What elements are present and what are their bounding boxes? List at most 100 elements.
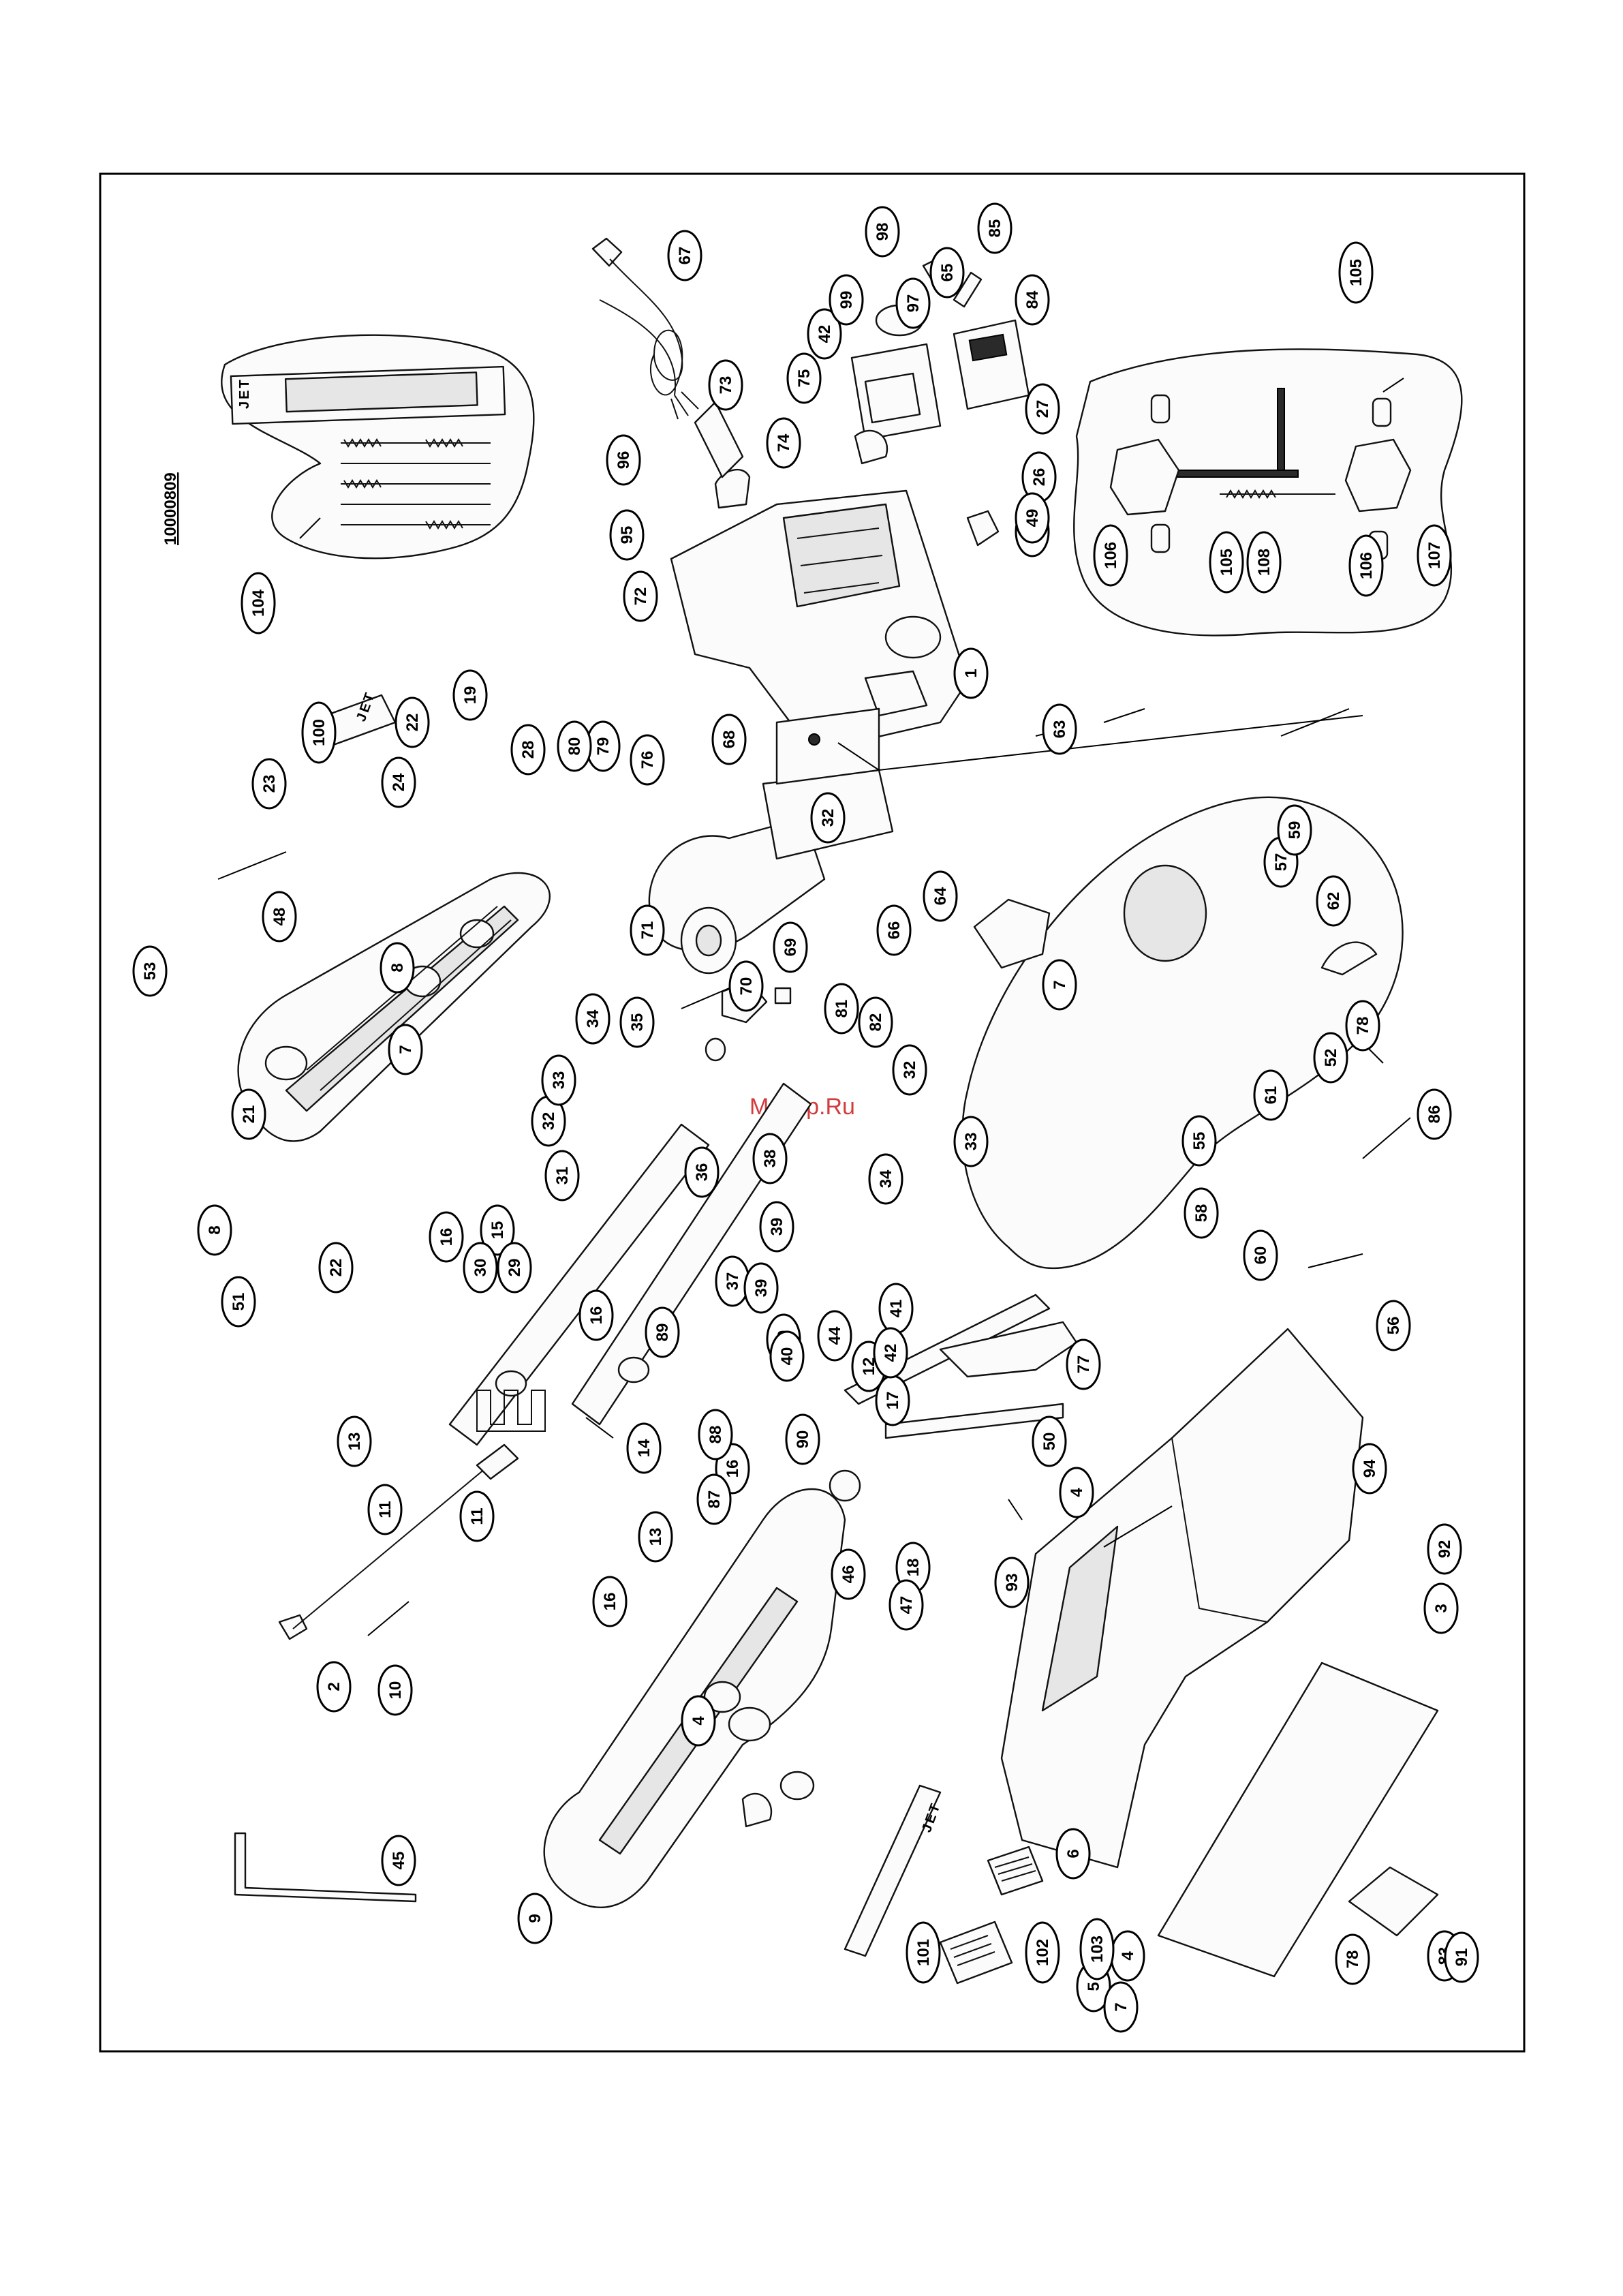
callout-number: 3 bbox=[1432, 1604, 1451, 1612]
callout-number: 100 bbox=[310, 719, 328, 746]
callout-76: 76 bbox=[630, 734, 665, 786]
callout-number: 16 bbox=[437, 1228, 456, 1246]
callout-4: 4 bbox=[1059, 1467, 1094, 1518]
callout-number: 69 bbox=[782, 938, 800, 957]
callout-47: 47 bbox=[888, 1579, 924, 1631]
callout-number: 24 bbox=[390, 773, 408, 791]
callout-102: 102 bbox=[1025, 1921, 1060, 1984]
callout-bubble bbox=[301, 701, 337, 764]
callout-bubble bbox=[388, 1024, 423, 1075]
power-cord bbox=[591, 237, 699, 420]
callout-bubble bbox=[630, 734, 665, 786]
callout-bubble bbox=[858, 996, 893, 1048]
callout-number: 1 bbox=[962, 669, 980, 677]
callout-bubble bbox=[377, 1664, 413, 1716]
callout-number: 65 bbox=[938, 264, 957, 282]
callout-86: 86 bbox=[1417, 1088, 1452, 1140]
callout-number: 34 bbox=[877, 1169, 895, 1188]
callout-bubble bbox=[953, 1116, 989, 1167]
callout-bubble bbox=[1055, 1828, 1091, 1880]
callout-number: 96 bbox=[615, 451, 633, 470]
callout-103: 103 bbox=[1079, 1918, 1115, 1980]
callout-number: 76 bbox=[638, 751, 657, 769]
callout-number: 32 bbox=[901, 1061, 919, 1080]
callout-bubble bbox=[888, 1579, 924, 1631]
callout-6: 6 bbox=[1055, 1828, 1091, 1880]
callout-94: 94 bbox=[1352, 1443, 1387, 1495]
callout-number: 42 bbox=[816, 325, 834, 343]
callout-104: 104 bbox=[241, 572, 276, 634]
callout-21: 21 bbox=[231, 1088, 266, 1140]
callout-8: 8 bbox=[197, 1204, 232, 1256]
callout-number: 99 bbox=[837, 291, 856, 309]
callout-number: 88 bbox=[707, 1426, 725, 1444]
callout-4: 4 bbox=[1110, 1930, 1145, 1982]
callout-number: 8 bbox=[388, 963, 407, 972]
callout-number: 61 bbox=[1262, 1086, 1280, 1105]
callout-27: 27 bbox=[1025, 383, 1060, 435]
callout-75: 75 bbox=[786, 352, 822, 404]
callout-101: 101 bbox=[906, 1921, 941, 1984]
callout-bubble bbox=[994, 1557, 1030, 1608]
callout-34: 34 bbox=[575, 993, 610, 1045]
callout-69: 69 bbox=[773, 921, 808, 973]
callout-number: 107 bbox=[1425, 542, 1444, 569]
callout-number: 22 bbox=[403, 714, 422, 732]
switch-assembly bbox=[850, 254, 1030, 547]
callout-71: 71 bbox=[630, 904, 665, 956]
callout-bubble bbox=[638, 1511, 673, 1563]
callout-bubble bbox=[367, 1484, 403, 1535]
callout-number: 78 bbox=[1344, 1950, 1362, 1969]
callout-78: 78 bbox=[1345, 1000, 1380, 1052]
callout-bubble bbox=[929, 247, 965, 299]
callout-61: 61 bbox=[1253, 1069, 1288, 1121]
callout-bubble bbox=[316, 1661, 352, 1713]
callout-bubble bbox=[623, 570, 658, 622]
callout-number: 5 bbox=[1085, 1982, 1103, 1991]
callout-number: 40 bbox=[778, 1347, 797, 1366]
callout-bubble bbox=[380, 942, 415, 994]
callout-number: 39 bbox=[752, 1279, 771, 1298]
base bbox=[1000, 1328, 1439, 1978]
callout-88: 88 bbox=[698, 1409, 733, 1460]
callout-number: 97 bbox=[904, 294, 923, 313]
callout-bubble bbox=[1025, 1921, 1060, 1984]
callout-32: 32 bbox=[810, 792, 846, 844]
callout-number: 4 bbox=[690, 1716, 708, 1726]
callout-bubble bbox=[1335, 1933, 1370, 1985]
callout-89: 89 bbox=[645, 1306, 680, 1358]
callout-bubble bbox=[1348, 534, 1384, 597]
work-table bbox=[961, 796, 1404, 1270]
callout-65: 65 bbox=[929, 247, 965, 299]
callout-49: 49 bbox=[1015, 492, 1050, 544]
callout-4: 4 bbox=[681, 1695, 716, 1747]
callout-91: 91 bbox=[1444, 1931, 1479, 1983]
callout-number: 108 bbox=[1255, 549, 1273, 576]
callout-number: 79 bbox=[594, 737, 613, 756]
callout-bubble bbox=[429, 1211, 464, 1263]
callout-85: 85 bbox=[977, 202, 1013, 254]
callout-number: 55 bbox=[1190, 1132, 1209, 1150]
callout-number: 31 bbox=[553, 1167, 572, 1185]
callout-number: 33 bbox=[962, 1133, 980, 1151]
callout-bubble bbox=[923, 870, 958, 922]
callout-number: 53 bbox=[141, 962, 159, 981]
callout-bubble bbox=[395, 697, 430, 748]
callout-bubble bbox=[1444, 1931, 1479, 1983]
callout-bubble bbox=[132, 945, 168, 997]
callout-34: 34 bbox=[868, 1153, 903, 1205]
callout-62: 62 bbox=[1316, 875, 1351, 927]
callout-bubble bbox=[1243, 1229, 1278, 1281]
callout-number: 57 bbox=[1272, 853, 1290, 872]
callout-99: 99 bbox=[829, 274, 864, 326]
callout-bubble bbox=[752, 1133, 788, 1184]
callout-bubble bbox=[241, 572, 276, 634]
callout-2: 2 bbox=[316, 1661, 352, 1713]
brand-label-package: JET bbox=[237, 378, 252, 409]
callout-bubble bbox=[1423, 1582, 1459, 1634]
callout-8: 8 bbox=[380, 942, 415, 994]
callout-bubble bbox=[681, 1695, 716, 1747]
callout-28: 28 bbox=[510, 724, 546, 776]
callout-number: 21 bbox=[240, 1105, 258, 1124]
callout-number: 101 bbox=[914, 1939, 933, 1966]
